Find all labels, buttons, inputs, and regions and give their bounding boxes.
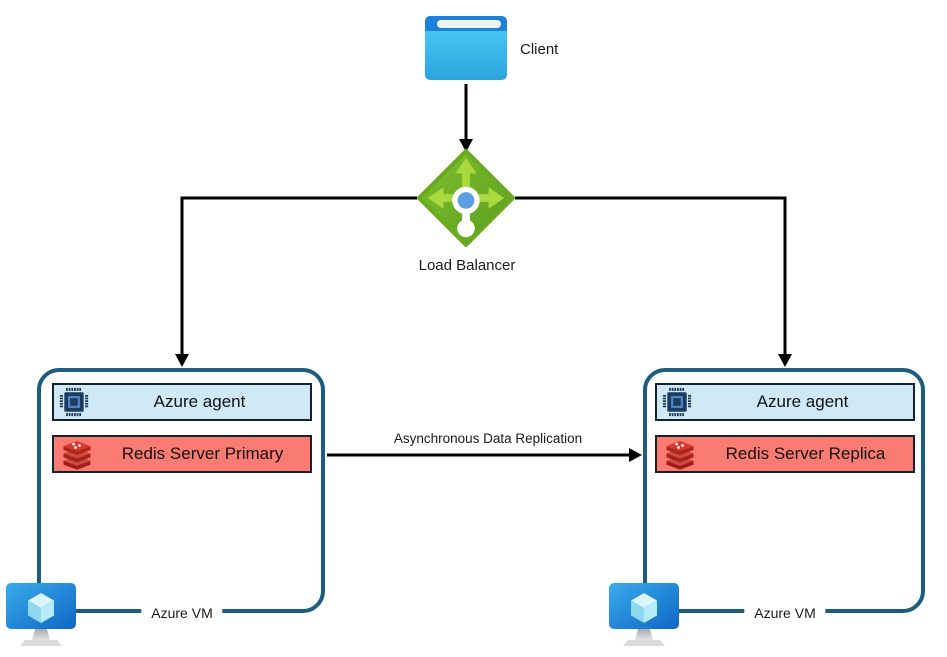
azure-agent-label-right: Azure agent (756, 392, 849, 411)
lb-small-circle (457, 219, 475, 238)
redis-primary-label: Redis Server Primary (121, 444, 284, 463)
browser-titlebar (425, 16, 507, 31)
loadbalancer-to-right-vm-arrow (515, 196, 787, 355)
arrowhead-down-client (459, 139, 473, 152)
client-label: Client (520, 41, 559, 58)
azure-agent-bar-left: Azure agent (52, 383, 312, 421)
arrow-left-glyph (427, 187, 459, 209)
azure-agent-bar-right: Azure agent (655, 383, 915, 421)
azure-vm-label-right: Azure VM (744, 604, 826, 623)
redis-icon (59, 438, 95, 471)
arrow-right-glyph (473, 187, 505, 209)
arrow-up-glyph (455, 157, 477, 189)
lb-blue-dot (457, 192, 475, 209)
redis-replica-label: Redis Server Replica (725, 444, 886, 463)
redis-primary-bar: Redis Server Primary (52, 435, 312, 473)
browser-body (425, 31, 507, 80)
browser-addressbar (437, 19, 501, 28)
arrowhead-right-replication (629, 448, 642, 462)
loadbalancer-to-left-vm-arrow (180, 196, 417, 355)
azure-agent-label-left: Azure agent (153, 392, 246, 411)
azure-vm-label-left: Azure VM (141, 604, 223, 623)
load-balancer-label: Load Balancer (418, 257, 516, 274)
cpu-chip-icon (59, 387, 89, 417)
vm-box-right: Azure agent Redis Server Replica (643, 368, 925, 613)
vm-box-left: Azure agent Redis Server Primary (37, 368, 325, 613)
client-browser-icon (425, 16, 507, 80)
arrowhead-down-right-vm (778, 354, 792, 367)
redis-icon (662, 438, 698, 471)
replication-label: Asynchronous Data Replication (393, 431, 583, 446)
cpu-chip-icon (662, 387, 692, 417)
arrowhead-down-left-vm (175, 354, 189, 367)
azure-vm-monitor-icon (6, 583, 76, 646)
redis-replica-bar: Redis Server Replica (655, 435, 915, 473)
load-balancer-icon (417, 149, 515, 247)
azure-vm-monitor-icon (609, 583, 679, 646)
